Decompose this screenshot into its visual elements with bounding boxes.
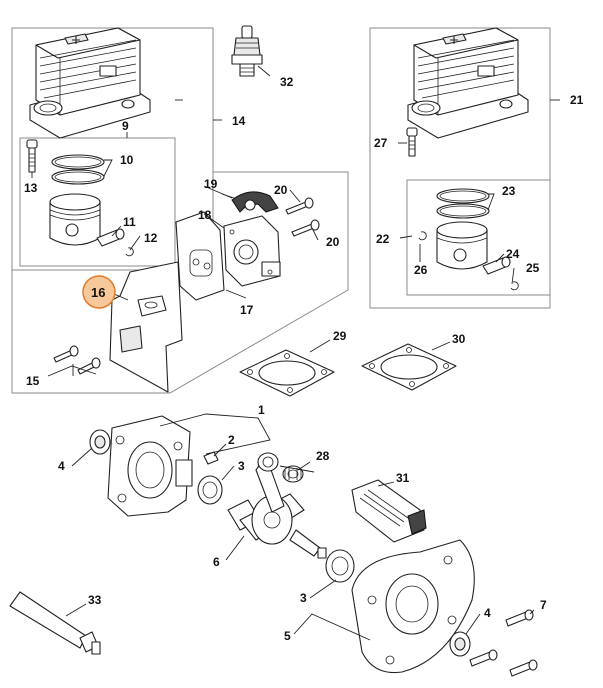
screw-20-lower [291, 219, 320, 237]
label-4-left: 4 [58, 459, 65, 473]
label-23: 23 [502, 184, 516, 198]
label-17: 17 [240, 303, 254, 317]
label-15: 15 [26, 374, 40, 388]
label-19: 19 [204, 177, 218, 191]
bolt-27 [406, 127, 418, 157]
part-labels: 14 9 10 13 11 12 19 20 18 20 17 16 15 32… [24, 75, 584, 643]
bearing-seal-4-left [89, 429, 111, 455]
label-29: 29 [333, 329, 347, 343]
label-1: 1 [258, 403, 265, 417]
label-9: 9 [122, 119, 129, 133]
screw-7-b [469, 649, 498, 667]
frame-group-9 [19, 137, 176, 267]
spark-plug-32 [231, 25, 263, 77]
intake-manifold-18 [223, 215, 281, 287]
label-12: 12 [144, 231, 158, 245]
label-7: 7 [540, 598, 547, 612]
piston-pin-24 [482, 256, 511, 275]
heat-shield-16 [109, 261, 183, 393]
label-18: 18 [198, 208, 212, 222]
label-21: 21 [570, 93, 584, 107]
label-22: 22 [376, 232, 390, 246]
label-26: 26 [414, 263, 428, 277]
label-16: 16 [91, 285, 105, 300]
label-14: 14 [232, 114, 246, 128]
cylinder-right [407, 27, 529, 139]
label-11: 11 [123, 215, 136, 229]
label-20-lower: 20 [326, 235, 340, 249]
label-4-right: 4 [484, 606, 491, 620]
label-25: 25 [526, 261, 540, 275]
frame-group-22 [406, 179, 551, 296]
circlip-12 [125, 247, 134, 257]
crankcase-half-right [351, 539, 475, 674]
ball-bearing-3-upper [197, 475, 223, 505]
label-27: 27 [374, 136, 388, 150]
label-10: 10 [120, 153, 134, 167]
cylinder-left [29, 27, 151, 139]
connecting-rod [255, 452, 285, 513]
frame-group-21 [369, 27, 551, 309]
piston-pin-11 [96, 228, 125, 247]
circlip-25 [510, 281, 519, 291]
highlight-marker-16 [82, 275, 116, 309]
label-20-upper: 20 [274, 183, 288, 197]
reed-assembly-31 [351, 479, 427, 543]
piston-rings-10 [51, 154, 105, 185]
crankcase-half-left [107, 415, 193, 517]
grease-tube-33 [9, 591, 101, 655]
label-31: 31 [396, 471, 410, 485]
screw-15-lower [77, 357, 101, 375]
screw-20-upper [285, 197, 314, 215]
cylinder-gasket-29 [239, 349, 335, 397]
label-5: 5 [284, 629, 291, 643]
screw-15-upper [53, 345, 79, 363]
crankshaft-6 [227, 493, 327, 559]
bolt-13 [26, 139, 38, 173]
piston-left [49, 193, 101, 246]
label-30: 30 [452, 332, 466, 346]
ball-bearing-3-lower [325, 549, 355, 583]
gasket-17 [175, 211, 225, 301]
label-2: 2 [228, 433, 235, 447]
label-6: 6 [213, 555, 220, 569]
label-28: 28 [316, 449, 330, 463]
bearing-seal-4-right [449, 631, 471, 657]
screw-7-c [509, 659, 538, 677]
piston-right [436, 221, 488, 270]
label-24: 24 [506, 247, 520, 261]
screw-7-a [505, 609, 534, 627]
label-32: 32 [280, 75, 294, 89]
throttle-part-19 [221, 191, 279, 213]
piston-rings-23 [436, 188, 490, 219]
label-13: 13 [24, 181, 38, 195]
label-3-lower: 3 [300, 591, 307, 605]
cylinder-gasket-30 [361, 343, 457, 391]
circlip-26 [418, 231, 427, 241]
label-3-upper: 3 [238, 459, 245, 473]
leader-lines [31, 65, 560, 641]
label-33: 33 [88, 593, 102, 607]
